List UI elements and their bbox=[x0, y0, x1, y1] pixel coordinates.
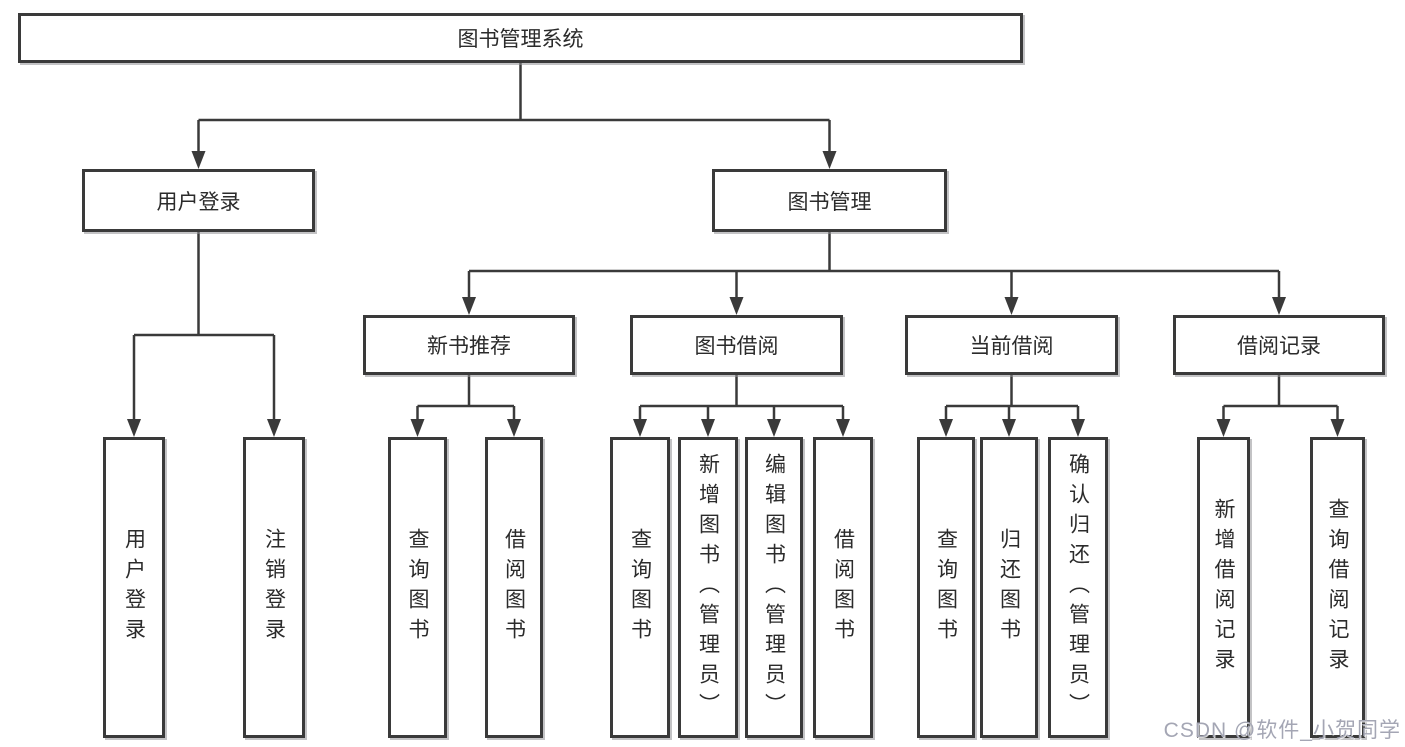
node-leaf-borrow-books: 借阅图书 bbox=[813, 437, 873, 738]
node-book-management: 图书管理 bbox=[712, 169, 947, 232]
connector-root-to-level2 bbox=[197, 63, 831, 154]
node-label: 新增图书（管理员） bbox=[696, 452, 720, 723]
node-leaf-logout: 注销登录 bbox=[243, 437, 305, 738]
node-library-management-system: 图书管理系统 bbox=[18, 13, 1023, 63]
node-label: 图书管理系统 bbox=[457, 28, 584, 51]
node-label: 借阅图书 bbox=[502, 527, 526, 648]
node-label: 用户登录 bbox=[122, 527, 146, 648]
connector-book-management-branch bbox=[467, 232, 1281, 300]
connector-current-borrowing-branch bbox=[944, 375, 1080, 422]
connector-user-login-branch bbox=[132, 232, 276, 422]
node-book-borrowing: 图书借阅 bbox=[630, 315, 843, 375]
connector-book-borrowing-branch bbox=[638, 375, 845, 422]
node-leaf-user-login: 用户登录 bbox=[103, 437, 165, 738]
node-label: 查询图书 bbox=[628, 527, 652, 648]
node-new-book-recommend: 新书推荐 bbox=[363, 315, 575, 375]
node-borrowing-records: 借阅记录 bbox=[1173, 315, 1385, 375]
node-user-login: 用户登录 bbox=[82, 169, 315, 232]
node-label: 图书管理 bbox=[787, 190, 872, 214]
node-label: 查询借阅记录 bbox=[1326, 497, 1349, 678]
node-leaf-borrow-books-recommend: 借阅图书 bbox=[485, 437, 543, 738]
csdn-watermark: CSDN @软件_小贺同学 bbox=[1163, 719, 1401, 742]
node-current-borrowing: 当前借阅 bbox=[905, 315, 1118, 375]
node-label: 当前借阅 bbox=[969, 335, 1054, 358]
node-leaf-query-books-current: 查询图书 bbox=[917, 437, 975, 738]
node-label: 注销登录 bbox=[262, 527, 286, 648]
node-label: 查询图书 bbox=[406, 527, 429, 648]
node-leaf-confirm-return-admin: 确认归还（管理员） bbox=[1048, 437, 1108, 738]
node-label: 查询图书 bbox=[934, 527, 958, 648]
node-label: 图书借阅 bbox=[694, 335, 779, 358]
node-label: 用户登录 bbox=[156, 190, 241, 214]
node-leaf-query-borrow-record: 查询借阅记录 bbox=[1310, 437, 1365, 738]
node-leaf-add-books-admin: 新增图书（管理员） bbox=[678, 437, 738, 738]
node-leaf-add-borrow-record: 新增借阅记录 bbox=[1197, 437, 1250, 738]
node-label: 确认归还（管理员） bbox=[1066, 452, 1090, 723]
node-label: 借阅记录 bbox=[1237, 335, 1321, 358]
node-label: 新增借阅记录 bbox=[1212, 497, 1235, 678]
connector-new-book-recommend-branch bbox=[416, 375, 516, 422]
node-label: 归还图书 bbox=[997, 527, 1021, 648]
connector-borrowing-records-branch bbox=[1222, 375, 1339, 422]
node-leaf-edit-books-admin: 编辑图书（管理员） bbox=[745, 437, 803, 738]
node-leaf-return-books: 归还图书 bbox=[980, 437, 1038, 738]
node-leaf-query-books-recommend: 查询图书 bbox=[388, 437, 447, 738]
node-label: 编辑图书（管理员） bbox=[762, 452, 786, 723]
node-label: 新书推荐 bbox=[427, 335, 511, 358]
node-leaf-query-books-borrowing: 查询图书 bbox=[610, 437, 670, 738]
node-label: 借阅图书 bbox=[831, 527, 855, 648]
